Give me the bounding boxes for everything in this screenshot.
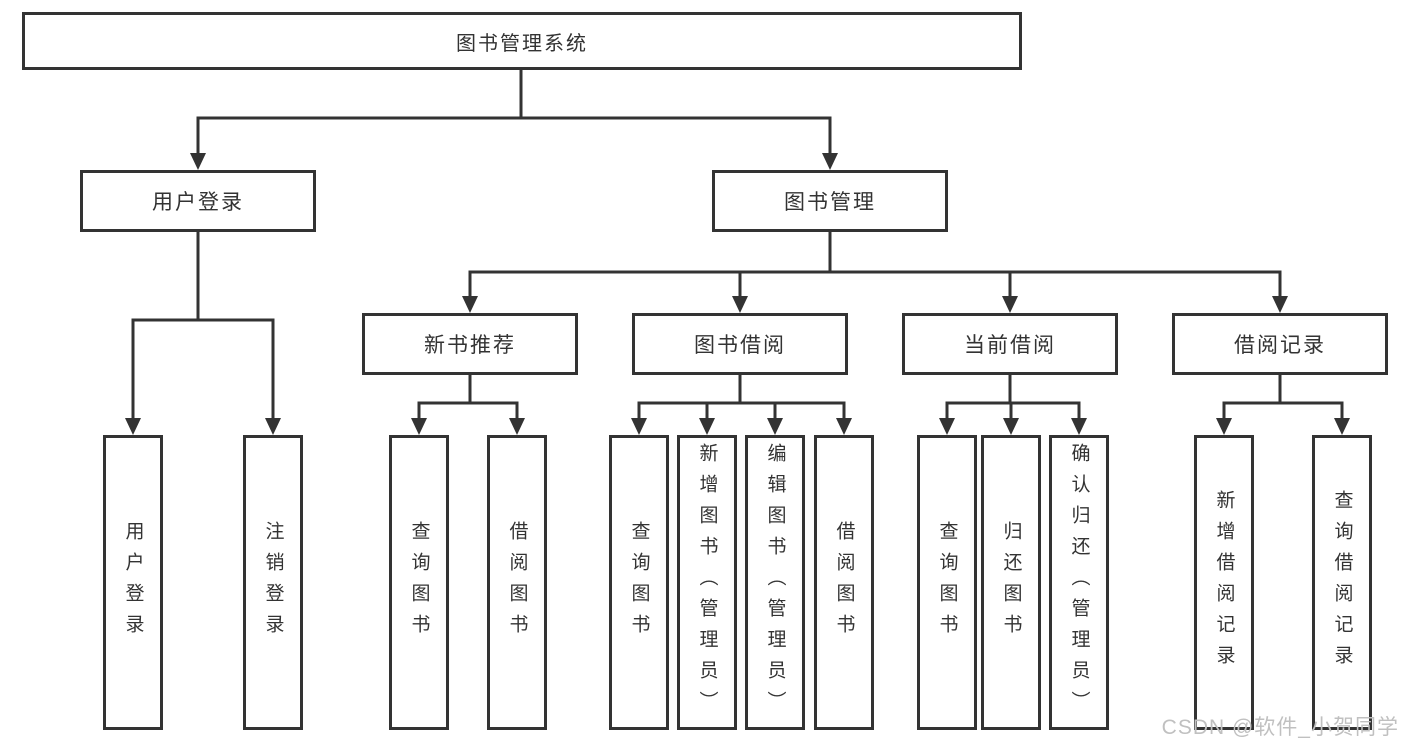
node-current-borrowing: 当前借阅 <box>902 313 1118 375</box>
leaf-return-book: 归还图书 <box>981 435 1041 730</box>
node-book-management: 图书管理 <box>712 170 948 232</box>
leaf-borrowing-query-books-label: 查询图书 <box>628 520 650 645</box>
leaf-current-query-books-label: 查询图书 <box>936 520 958 645</box>
leaf-query-borrow-record: 查询借阅记录 <box>1312 435 1372 730</box>
leaf-edit-book-admin-label: 编辑图书（管理员） <box>764 443 786 722</box>
leaf-add-book-admin: 新增图书（管理员） <box>677 435 737 730</box>
leaf-logout-label: 注销登录 <box>262 520 284 645</box>
leaf-recommend-borrow-books-label: 借阅图书 <box>506 520 528 645</box>
node-root: 图书管理系统 <box>22 12 1022 70</box>
node-borrowing-records-label: 借阅记录 <box>1234 334 1326 357</box>
leaf-add-borrow-record: 新增借阅记录 <box>1194 435 1254 730</box>
leaf-borrowing-query-books: 查询图书 <box>609 435 669 730</box>
leaf-recommend-borrow-books: 借阅图书 <box>487 435 547 730</box>
leaf-add-borrow-record-label: 新增借阅记录 <box>1213 489 1235 676</box>
leaf-confirm-return-admin: 确认归还（管理员） <box>1049 435 1109 730</box>
leaf-borrowing-borrow-books-label: 借阅图书 <box>833 520 855 645</box>
leaf-borrowing-borrow-books: 借阅图书 <box>814 435 874 730</box>
leaf-query-borrow-record-label: 查询借阅记录 <box>1331 489 1353 676</box>
node-book-borrowing: 图书借阅 <box>632 313 848 375</box>
node-root-label: 图书管理系统 <box>456 32 588 55</box>
leaf-user-login-label: 用户登录 <box>122 520 144 645</box>
node-book-management-label: 图书管理 <box>784 191 876 214</box>
node-new-book-recommendation-label: 新书推荐 <box>424 334 516 357</box>
leaf-user-login: 用户登录 <box>103 435 163 730</box>
node-new-book-recommendation: 新书推荐 <box>362 313 578 375</box>
leaf-return-book-label: 归还图书 <box>1000 520 1022 645</box>
leaf-logout: 注销登录 <box>243 435 303 730</box>
node-borrowing-records: 借阅记录 <box>1172 313 1388 375</box>
leaf-add-book-admin-label: 新增图书（管理员） <box>696 443 718 722</box>
leaf-recommend-query-books-label: 查询图书 <box>408 520 430 645</box>
node-current-borrowing-label: 当前借阅 <box>964 334 1056 357</box>
leaf-edit-book-admin: 编辑图书（管理员） <box>745 435 805 730</box>
leaf-recommend-query-books: 查询图书 <box>389 435 449 730</box>
node-book-borrowing-label: 图书借阅 <box>694 334 786 357</box>
leaf-current-query-books: 查询图书 <box>917 435 977 730</box>
node-user-login-label: 用户登录 <box>152 191 244 214</box>
csdn-watermark: CSDN @软件_小贺同学 <box>1161 716 1399 739</box>
leaf-confirm-return-admin-label: 确认归还（管理员） <box>1068 443 1090 722</box>
node-user-login: 用户登录 <box>80 170 316 232</box>
